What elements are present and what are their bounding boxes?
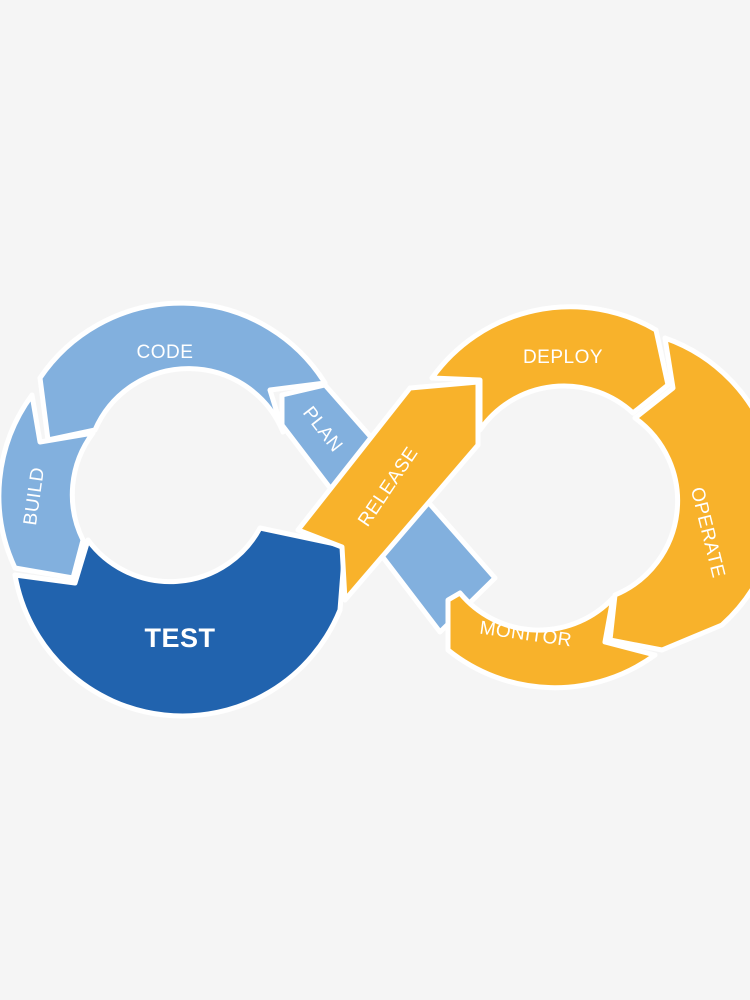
stage-deploy-label: DEPLOY: [523, 347, 603, 368]
stage-deploy-segment: [429, 304, 671, 433]
stage-release-segment: [295, 379, 481, 603]
stage-code-label: CODE: [137, 342, 194, 363]
stage-test-label: TEST: [144, 623, 215, 653]
stage-code-segment: [37, 300, 328, 443]
stage-test-segment: [12, 525, 348, 719]
stage-operate-segment: [607, 335, 750, 653]
stage-monitor-segment: [445, 590, 658, 691]
stage-build-segment: [0, 392, 96, 581]
